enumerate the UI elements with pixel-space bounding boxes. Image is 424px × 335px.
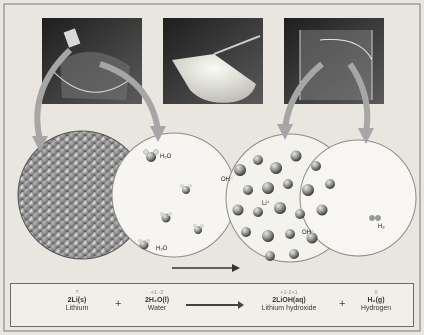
photo-panel-2 (163, 18, 263, 104)
product2-state: 0 (351, 289, 401, 297)
plus-sign-1: + (115, 298, 121, 310)
product-hydrogen: 0 H₂(g) Hydrogen (351, 289, 401, 313)
product2-name: Hydrogen (351, 305, 401, 313)
product1-name: Lithium hydroxide (247, 305, 331, 313)
hydroxide-label-left: OH⁻ (221, 176, 233, 183)
hydrogen-label: H₂ (378, 224, 385, 230)
product2-formula: H₂(g) (351, 297, 401, 305)
water-molecules-circle (112, 133, 236, 257)
water-label-top: H₂O (160, 154, 171, 160)
water-label-bottom: H₂O (156, 246, 167, 252)
reactant1-formula: 2Li(s) (47, 297, 107, 305)
reactant1-state: ? (47, 289, 107, 297)
reactant2-state: +1 -2 (129, 289, 185, 297)
hydroxide-label-right: OH⁻ (302, 229, 314, 236)
reactant1-name: Lithium (47, 305, 107, 313)
lithium-ion-label: Li⁺ (262, 200, 270, 207)
product1-formula: 2LiOH(aq) (247, 297, 331, 305)
reaction-arrow (172, 264, 240, 272)
reaction-equation-box: ? 2Li(s) Lithium + +1 -2 2H₂O(l) Water +… (10, 283, 414, 327)
plus-sign-2: + (339, 298, 345, 310)
reactant-lithium: ? 2Li(s) Lithium (47, 289, 107, 313)
reactant2-formula: 2H₂O(l) (129, 297, 185, 305)
equation-arrow (186, 304, 240, 306)
reactant-water: +1 -2 2H₂O(l) Water (129, 289, 185, 313)
product1-state: +1-2+1 (247, 289, 331, 297)
product-lithium-hydroxide: +1-2+1 2LiOH(aq) Lithium hydroxide (247, 289, 331, 313)
reactant2-name: Water (129, 305, 185, 313)
